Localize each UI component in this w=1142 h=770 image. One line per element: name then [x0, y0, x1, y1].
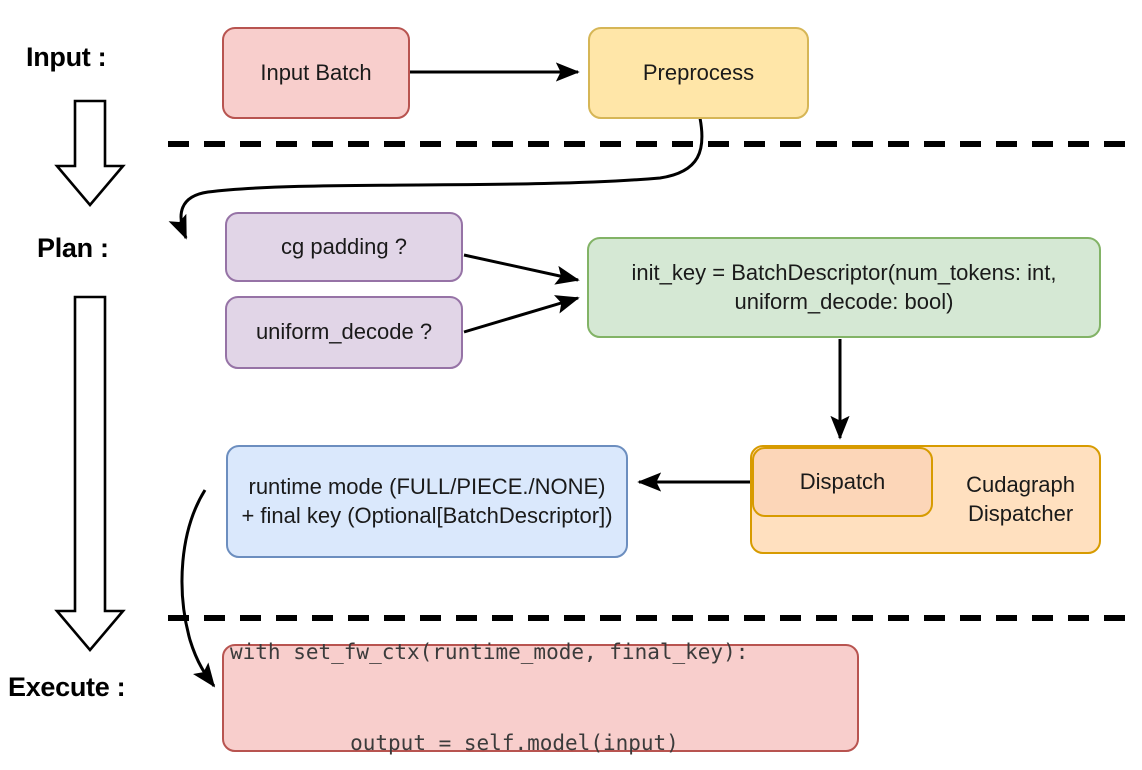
node-input-batch-label: Input Batch: [260, 59, 372, 85]
node-runtime-mode[interactable]: runtime mode (FULL/PIECE./NONE) + final …: [226, 445, 628, 558]
stage-label-execute: Execute :: [8, 672, 126, 702]
node-input-batch[interactable]: Input Batch: [222, 27, 410, 119]
node-dispatch-label: Dispatch: [799, 468, 886, 494]
node-dispatch[interactable]: Dispatch: [752, 447, 933, 517]
node-preprocess[interactable]: Preprocess: [588, 27, 809, 119]
stage-label-plan: Plan :: [37, 233, 109, 263]
plan-to-execute-arrow: [54, 295, 126, 653]
node-cudagraph-dispatcher-line2: Dispatcher: [967, 500, 1074, 526]
node-uniform-decode[interactable]: uniform_decode ?: [225, 296, 463, 369]
node-preprocess-label: Preprocess: [642, 59, 755, 85]
node-cudagraph-dispatcher-line1: Cudagraph: [966, 472, 1075, 498]
input-to-plan-arrow: [54, 99, 126, 208]
node-init-key-line1: init_key = BatchDescriptor(num_tokens: i…: [631, 260, 1057, 286]
runtime-mode-to-execute-code: [180, 489, 216, 688]
node-cg-padding-label: cg padding ?: [281, 233, 407, 259]
stage-label-input: Input :: [26, 42, 107, 72]
node-runtime-mode-line2: + final key (Optional[BatchDescriptor]): [241, 502, 613, 528]
uniform-decode-to-init-key: [463, 295, 580, 334]
node-init-key[interactable]: init_key = BatchDescriptor(num_tokens: i…: [587, 237, 1101, 338]
cg-padding-to-init-key: [463, 253, 580, 285]
node-execute-code[interactable]: with set_fw_ctx(runtime_mode, final_key)…: [222, 640, 859, 755]
node-runtime-mode-line1: runtime mode (FULL/PIECE./NONE): [248, 474, 606, 500]
node-execute-code-line1: with set_fw_ctx(runtime_mode, final_key)…: [230, 640, 749, 665]
node-init-key-line2: uniform_decode: bool): [734, 288, 954, 314]
node-cg-padding[interactable]: cg padding ?: [225, 212, 463, 282]
node-execute-code-line2: output = self.model(input): [299, 731, 679, 756]
node-uniform-decode-label: uniform_decode ?: [255, 319, 433, 345]
